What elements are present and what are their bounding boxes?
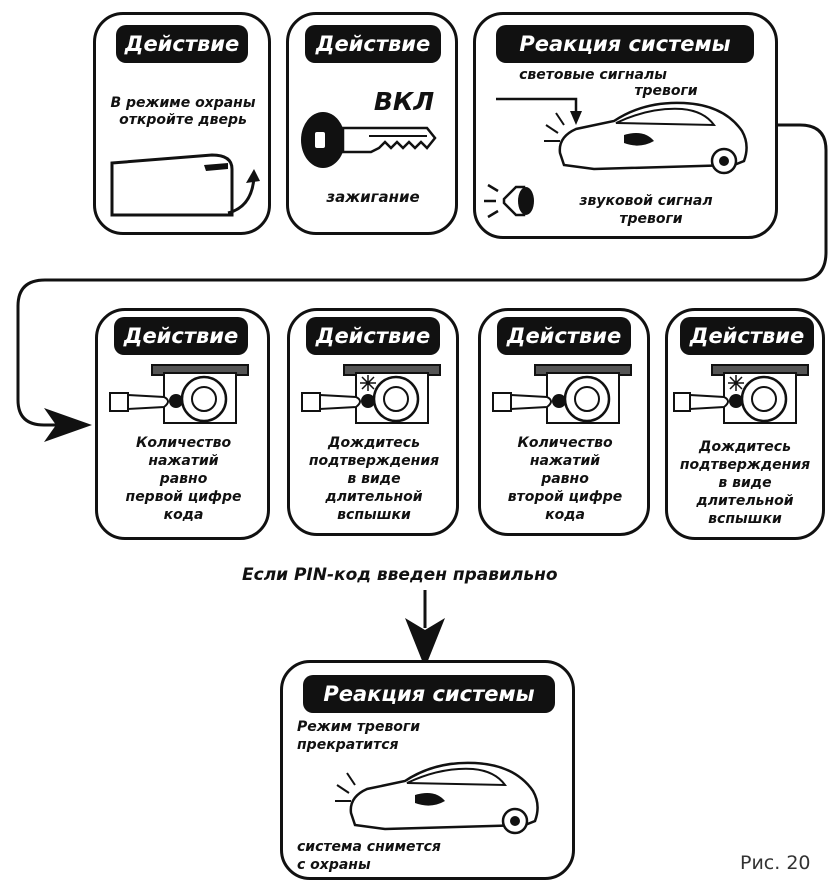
box-header: Действие [114, 317, 248, 355]
box-header: Реакция системы [496, 25, 754, 63]
sound-signal-label: тревоги [619, 211, 683, 227]
instruction-line: кода [545, 507, 585, 523]
ignition-caption: зажигание [326, 188, 420, 206]
box-header: Реакция системы [303, 675, 555, 713]
action-box-wait-confirmation-2: Действие Дождитесь подтверждения в виде … [665, 308, 825, 540]
sound-signal-label: звуковой сигнал [579, 193, 713, 209]
instruction-line: подтверждения [308, 453, 440, 469]
instruction-line: кода [163, 507, 204, 523]
instruction-line: Дождитесь [699, 439, 791, 455]
instruction-line: равно [159, 471, 208, 487]
car-icon [335, 761, 539, 835]
car-door-icon [110, 153, 260, 217]
action-box-second-digit: Действие Количество нажатий равно второй… [478, 308, 650, 536]
instruction-line: откройте дверь [119, 112, 247, 128]
system-reaction-box-disarm: Реакция системы Режим тревоги прекратитс… [280, 660, 575, 880]
instruction-line: первой цифре [125, 489, 242, 505]
light-signal-label: тревоги [634, 83, 698, 99]
reaction-line: система снимется [297, 839, 441, 855]
instruction-line: Количество [135, 435, 232, 451]
system-reaction-box-alarm: Реакция системы световые сигналы тревоги… [473, 12, 778, 239]
ignition-on-label: ВКЛ [373, 87, 435, 116]
box-header: Действие [305, 25, 441, 63]
instruction-line: вспышки [708, 511, 782, 527]
instruction-line: в виде [347, 471, 401, 487]
action-box-wait-confirmation: Действие Дождитесь подтверждения в виде … [287, 308, 459, 536]
arrow-down [405, 618, 445, 668]
arrow-into-row2 [44, 408, 92, 442]
instruction-line: подтверждения [679, 457, 811, 473]
box-header: Действие [680, 317, 814, 355]
car-icon [544, 101, 748, 175]
action-box-ignition: Действие ВКЛ зажигание [286, 12, 458, 235]
box-header: Действие [116, 25, 248, 63]
instruction-line: длительной [325, 489, 423, 505]
instruction-line: нажатий [529, 453, 601, 469]
action-box-open-door: Действие В режиме охраны откройте дверь [93, 12, 271, 235]
instruction-line: Количество [517, 435, 613, 451]
action-box-first-digit: Действие Количество нажатий равно первой… [95, 308, 270, 540]
instruction-line: вспышки [337, 507, 411, 523]
reaction-line: прекратится [297, 737, 399, 753]
instruction-line: В режиме охраны [110, 95, 256, 111]
button-press-icon [301, 364, 441, 424]
ignition-key-icon [301, 112, 437, 168]
pin-condition-caption: Если PIN-код введен правильно [242, 565, 558, 585]
reaction-line: с охраны [297, 857, 371, 873]
box-header: Действие [497, 317, 631, 355]
box-header: Действие [306, 317, 440, 355]
instruction-line: нажатий [148, 453, 219, 469]
instruction-line: второй цифре [507, 489, 623, 505]
siren-icon [484, 183, 534, 219]
figure-label: Рис. 20 [740, 852, 811, 874]
button-press-icon [673, 364, 809, 424]
button-press-icon [492, 364, 632, 424]
instruction-line: в виде [718, 475, 772, 491]
pointer-arrow [496, 97, 582, 125]
button-press-icon [109, 364, 249, 424]
instruction-line: равно [541, 471, 589, 487]
reaction-line: Режим тревоги [297, 719, 421, 735]
instruction-line: Дождитесь [328, 435, 420, 451]
instruction-line: длительной [696, 493, 794, 509]
light-signal-label: световые сигналы [519, 67, 667, 83]
